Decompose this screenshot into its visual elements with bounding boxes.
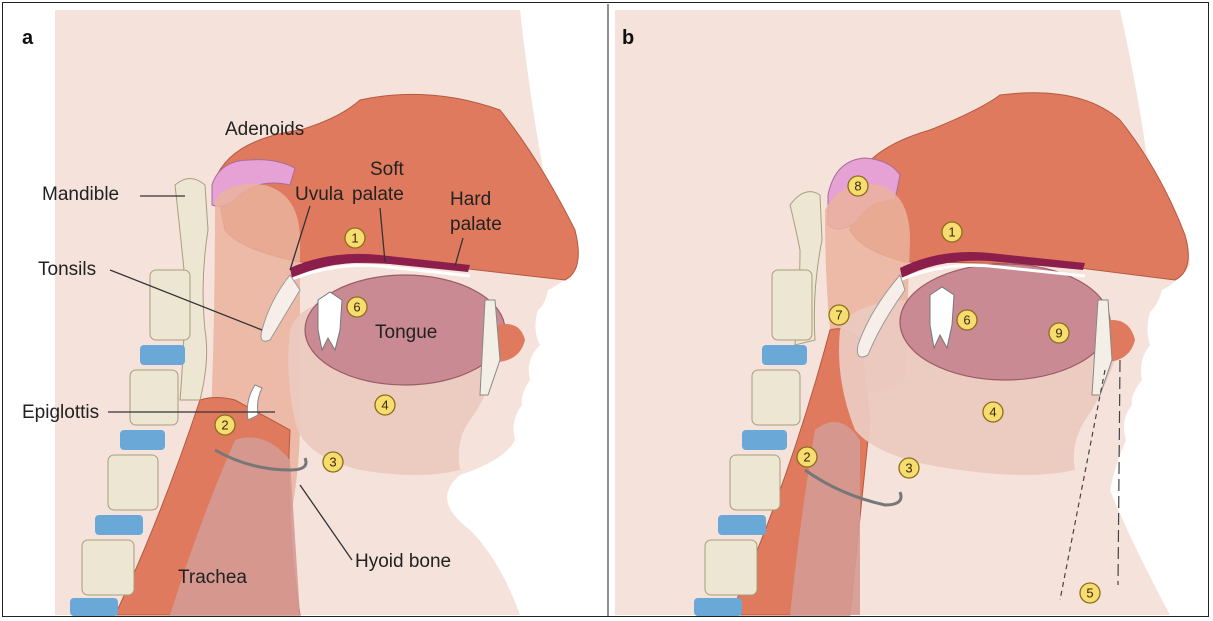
svg-text:9: 9 <box>1055 326 1062 341</box>
panel-letter-a: a <box>22 27 34 49</box>
marker-a-1: 1 <box>345 228 365 248</box>
svg-text:8: 8 <box>854 179 861 194</box>
marker-b-8: 8 <box>848 176 868 196</box>
label-tongue: Tongue <box>375 322 437 343</box>
svg-text:1: 1 <box>351 231 358 246</box>
marker-b-7: 7 <box>829 305 849 325</box>
panel-b: b 8 1 7 6 9 4 2 3 5 <box>615 10 1190 616</box>
svg-text:6: 6 <box>963 313 970 328</box>
svg-text:3: 3 <box>329 455 336 470</box>
label-hard-palate-2: palate <box>450 214 502 235</box>
label-adenoids: Adenoids <box>225 119 304 140</box>
svg-text:6: 6 <box>353 300 360 315</box>
svg-text:3: 3 <box>905 461 912 476</box>
marker-b-3: 3 <box>899 458 919 478</box>
svg-text:7: 7 <box>835 308 842 323</box>
panel-a: a Adenoids Mandible Soft palate Uvula Ha… <box>22 10 578 616</box>
svg-text:1: 1 <box>948 225 955 240</box>
label-soft-palate-1: Soft <box>370 159 405 180</box>
label-hyoid-bone: Hyoid bone <box>355 551 451 572</box>
marker-a-3: 3 <box>323 452 343 472</box>
label-tonsils: Tonsils <box>38 259 96 280</box>
svg-text:5: 5 <box>1086 586 1093 601</box>
panel-letter-b: b <box>622 27 634 49</box>
label-soft-palate-2: palate <box>352 184 404 205</box>
label-hard-palate-1: Hard <box>450 189 491 210</box>
marker-b-2: 2 <box>797 447 817 467</box>
marker-a-2: 2 <box>215 415 235 435</box>
marker-b-1: 1 <box>942 222 962 242</box>
svg-text:4: 4 <box>381 398 388 413</box>
svg-text:2: 2 <box>803 450 810 465</box>
marker-b-5: 5 <box>1080 583 1100 603</box>
marker-a-4: 4 <box>375 395 395 415</box>
marker-b-4: 4 <box>983 402 1003 422</box>
label-epiglottis: Epiglottis <box>22 402 99 423</box>
marker-a-6: 6 <box>347 297 367 317</box>
label-mandible: Mandible <box>42 184 119 205</box>
svg-text:4: 4 <box>989 405 996 420</box>
label-trachea: Trachea <box>178 567 247 588</box>
marker-b-6: 6 <box>957 310 977 330</box>
svg-text:2: 2 <box>221 418 228 433</box>
marker-b-9: 9 <box>1049 323 1069 343</box>
label-uvula: Uvula <box>295 184 344 205</box>
